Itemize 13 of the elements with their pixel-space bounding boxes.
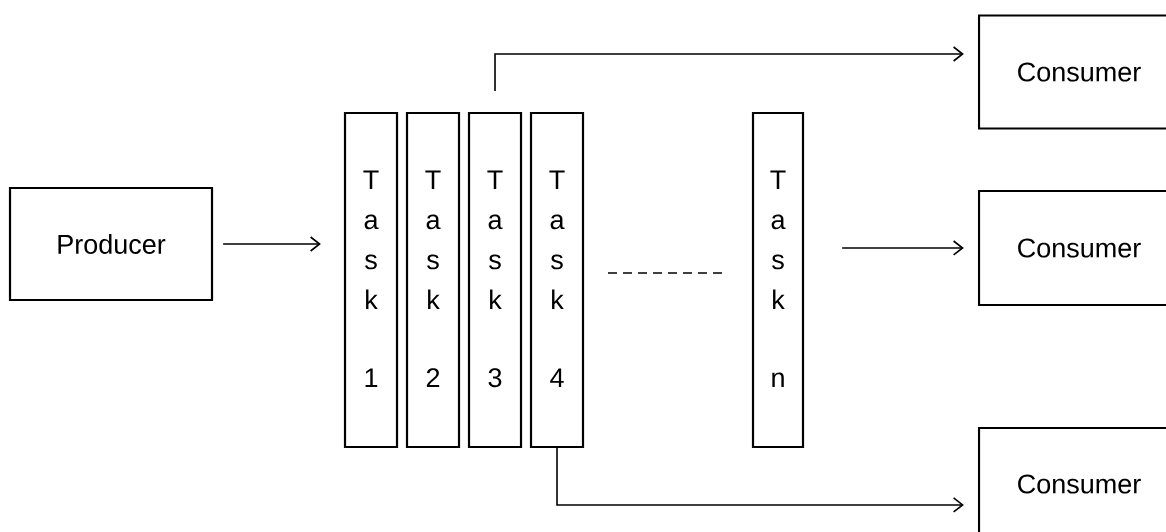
task-column: Task 3 xyxy=(467,111,523,449)
process-box: Producer xyxy=(8,186,214,302)
process-box: Consumer xyxy=(977,426,1166,532)
arrow xyxy=(841,240,964,256)
arrow xyxy=(222,236,321,252)
process-box: Consumer xyxy=(977,14,1166,130)
arrow xyxy=(556,447,964,513)
task-column: Task 2 xyxy=(405,111,461,449)
task-column: Task n xyxy=(751,111,805,449)
arrow xyxy=(494,46,964,92)
task-column: Task 4 xyxy=(529,111,585,449)
task-column: Task 1 xyxy=(343,111,399,449)
process-box: Consumer xyxy=(977,189,1166,307)
